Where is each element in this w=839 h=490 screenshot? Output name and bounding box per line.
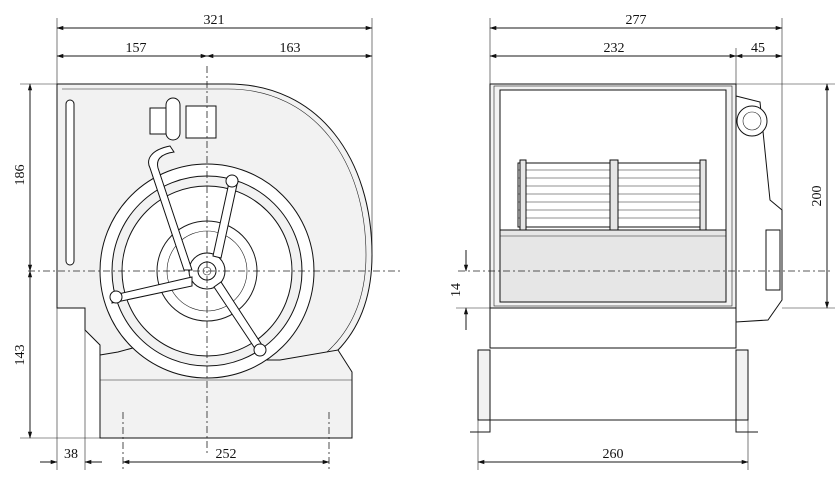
side-base xyxy=(477,349,491,421)
impeller-blades xyxy=(517,159,707,231)
dim-top-to-axis: 186 xyxy=(13,165,28,186)
dim-left-to-axis: 157 xyxy=(126,41,147,56)
dim-axis-to-right: 163 xyxy=(280,41,301,56)
cable-loop xyxy=(736,105,768,137)
dim-base-depth: 260 xyxy=(603,447,624,462)
dim-overall-width: 321 xyxy=(204,13,225,28)
dim-height: 200 xyxy=(810,186,825,207)
cable-gland xyxy=(149,107,169,135)
dim-motor-protrusion: 45 xyxy=(751,41,765,56)
dim-base-width: 252 xyxy=(216,447,237,462)
dim-outlet-offset: 38 xyxy=(64,447,78,462)
dim-housing-depth: 232 xyxy=(604,41,625,56)
front-view: 321 157 163 186 143 38 252 xyxy=(13,13,400,470)
side-view: 277 232 45 200 14 260 xyxy=(449,13,835,470)
outlet-slot xyxy=(65,99,75,266)
motor-cable xyxy=(148,145,193,271)
dim-axis-to-bottom: 143 xyxy=(13,345,28,366)
strut-left xyxy=(111,276,193,304)
dim-overall-depth: 277 xyxy=(626,13,647,28)
dim-axis-offset: 14 xyxy=(449,283,464,297)
